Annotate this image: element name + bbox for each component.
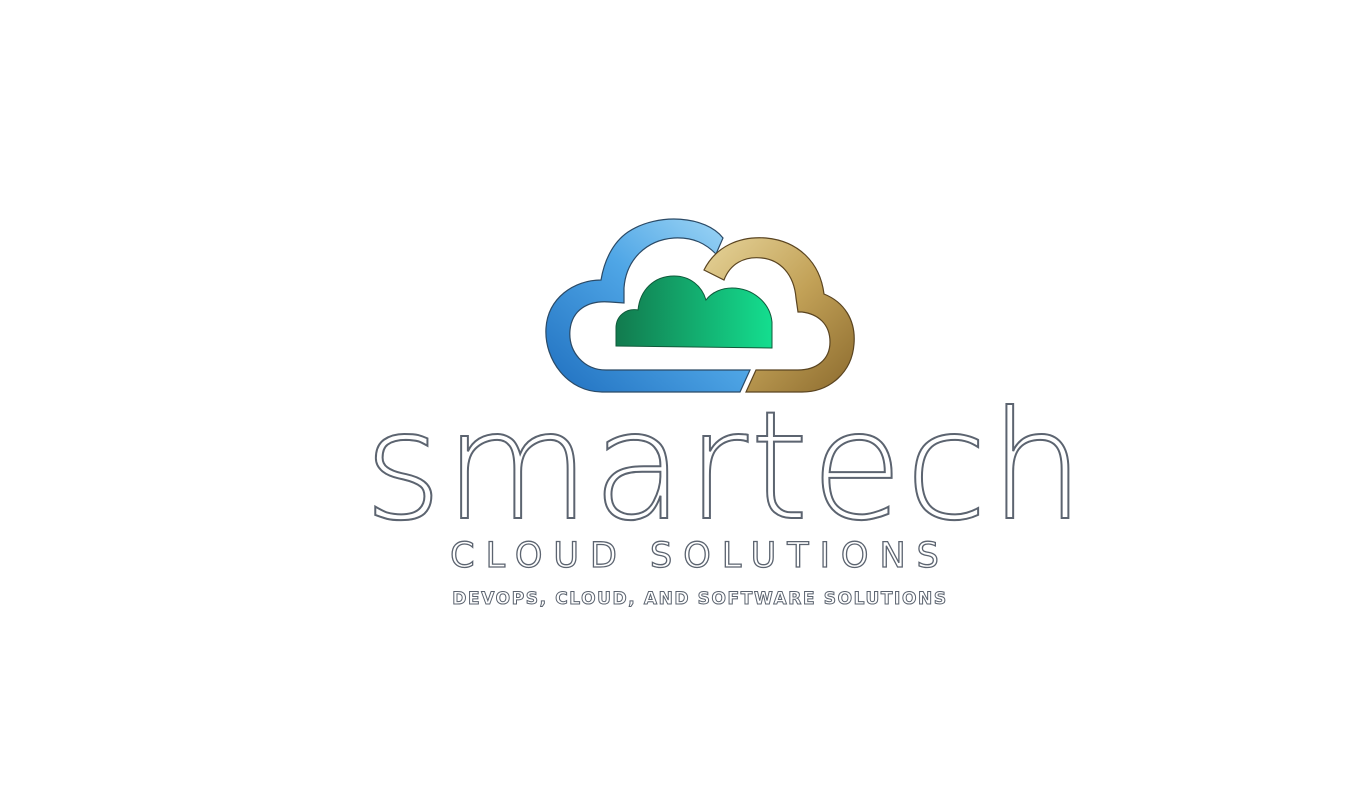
brand-wordmark: smartech [363,380,1087,554]
brand-tagline: CLOUD SOLUTIONS [449,535,950,576]
cloud-logo-icon [545,218,855,393]
brand-subtagline: DEVOPS, CLOUD, AND SOFTWARE SOLUTIONS [452,589,948,610]
